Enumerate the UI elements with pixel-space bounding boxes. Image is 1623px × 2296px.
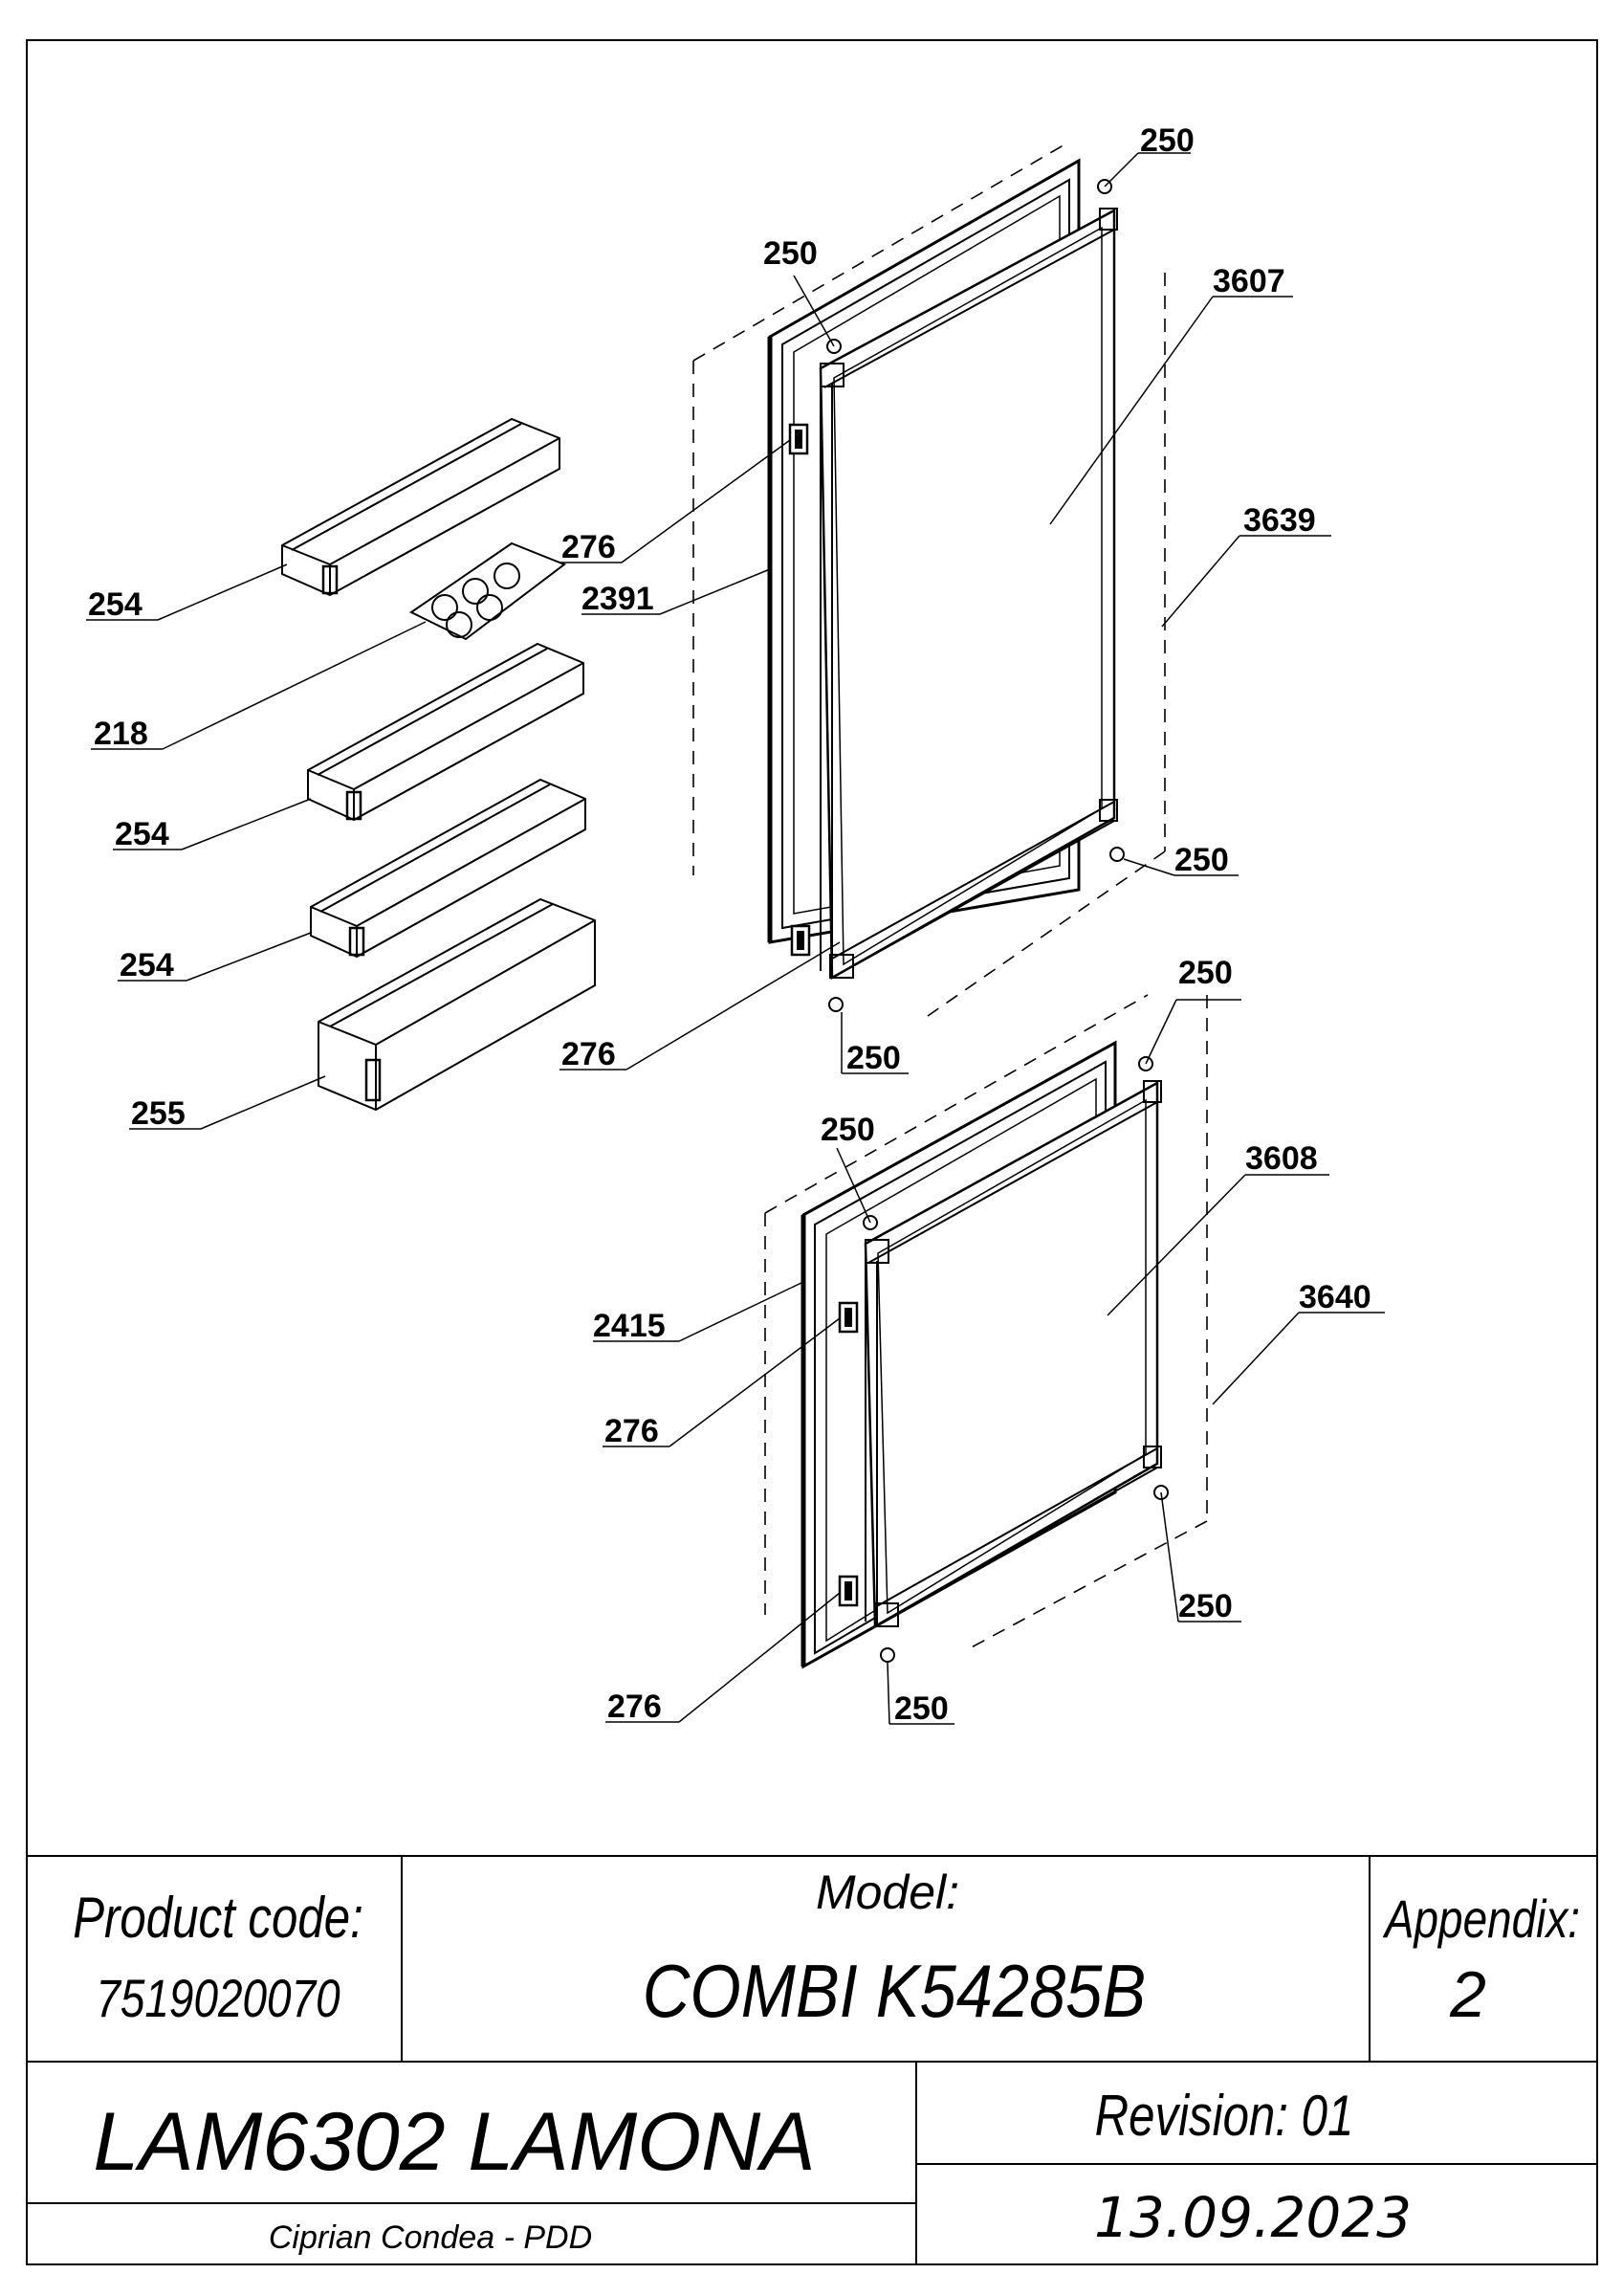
label-276-b: 276 bbox=[561, 1036, 616, 1072]
model-value: COMBI K54285B bbox=[643, 1949, 1146, 2033]
part-labels: 250 250 3607 3639 276 2391 254 218 254 2… bbox=[88, 122, 1371, 1727]
door-shelf-254-middle bbox=[307, 642, 584, 822]
exploded-view bbox=[86, 143, 1385, 1725]
label-250-upper-left: 250 bbox=[763, 235, 818, 272]
label-3607: 3607 bbox=[1213, 263, 1285, 299]
lower-door-panel-3608 bbox=[864, 1080, 1162, 1629]
product-code-label: Product code: bbox=[73, 1885, 363, 1950]
label-218: 218 bbox=[94, 716, 148, 752]
label-254-b: 254 bbox=[115, 816, 169, 852]
label-250-lower-right: 250 bbox=[1178, 1588, 1233, 1624]
leader-lines bbox=[86, 152, 1385, 1725]
label-3639: 3639 bbox=[1243, 502, 1316, 539]
model-label: Model: bbox=[816, 1866, 959, 1919]
label-250-mid2: 250 bbox=[1178, 955, 1233, 991]
upper-hinge-bottom-276 bbox=[790, 924, 811, 957]
label-2415: 2415 bbox=[593, 1308, 666, 1344]
label-250-upper-bottom: 250 bbox=[846, 1040, 901, 1076]
lower-screws-250 bbox=[863, 1056, 1169, 1663]
door-shelf-254-lower bbox=[310, 778, 586, 959]
upper-door-panel-3607 bbox=[819, 208, 1118, 981]
appendix-value: 2 bbox=[1449, 1958, 1486, 2031]
sheet-border bbox=[26, 39, 1598, 2265]
revision-date: 13.09.2023 bbox=[1094, 2185, 1412, 2250]
label-3640: 3640 bbox=[1299, 1279, 1371, 1315]
label-250-lower-bottom: 250 bbox=[894, 1690, 949, 1727]
label-255: 255 bbox=[131, 1095, 186, 1132]
label-3608: 3608 bbox=[1245, 1140, 1318, 1177]
label-276-a: 276 bbox=[561, 529, 616, 565]
author: Ciprian Condea - PDD bbox=[269, 2219, 592, 2256]
lower-door-outline-3640 bbox=[764, 994, 1208, 1651]
upper-door-outline-3639 bbox=[692, 143, 1166, 1017]
title-block bbox=[27, 1855, 1597, 2264]
label-250-top: 250 bbox=[1140, 122, 1195, 159]
label-254-c: 254 bbox=[120, 947, 174, 983]
bottle-shelf-255 bbox=[318, 897, 596, 1112]
label-276-c: 276 bbox=[604, 1413, 659, 1449]
egg-tray-218 bbox=[409, 541, 567, 641]
revision: Revision: 01 bbox=[1095, 2083, 1354, 2148]
label-250-lower-left: 250 bbox=[821, 1112, 875, 1148]
lower-hinge-bottom-276 bbox=[838, 1575, 859, 1607]
label-276-d: 276 bbox=[607, 1689, 662, 1725]
title-block-text: Product code: 7519020070 Model: COMBI K5… bbox=[73, 1866, 1580, 2256]
door-shelf-254-top bbox=[281, 417, 560, 597]
label-254-a: 254 bbox=[88, 586, 143, 623]
upper-screws-250 bbox=[826, 179, 1125, 1012]
label-250-mid-right: 250 bbox=[1174, 842, 1229, 878]
product-code-value: 7519020070 bbox=[96, 1969, 340, 2028]
drawing-title: LAM6302 LAMONA bbox=[93, 2096, 815, 2188]
upper-door-gasket-2391 bbox=[767, 158, 1081, 944]
upper-hinge-top-276 bbox=[788, 423, 809, 455]
appendix-label: Appendix: bbox=[1382, 1889, 1580, 1949]
label-2391: 2391 bbox=[581, 581, 654, 617]
lower-hinge-top-276 bbox=[838, 1301, 859, 1334]
